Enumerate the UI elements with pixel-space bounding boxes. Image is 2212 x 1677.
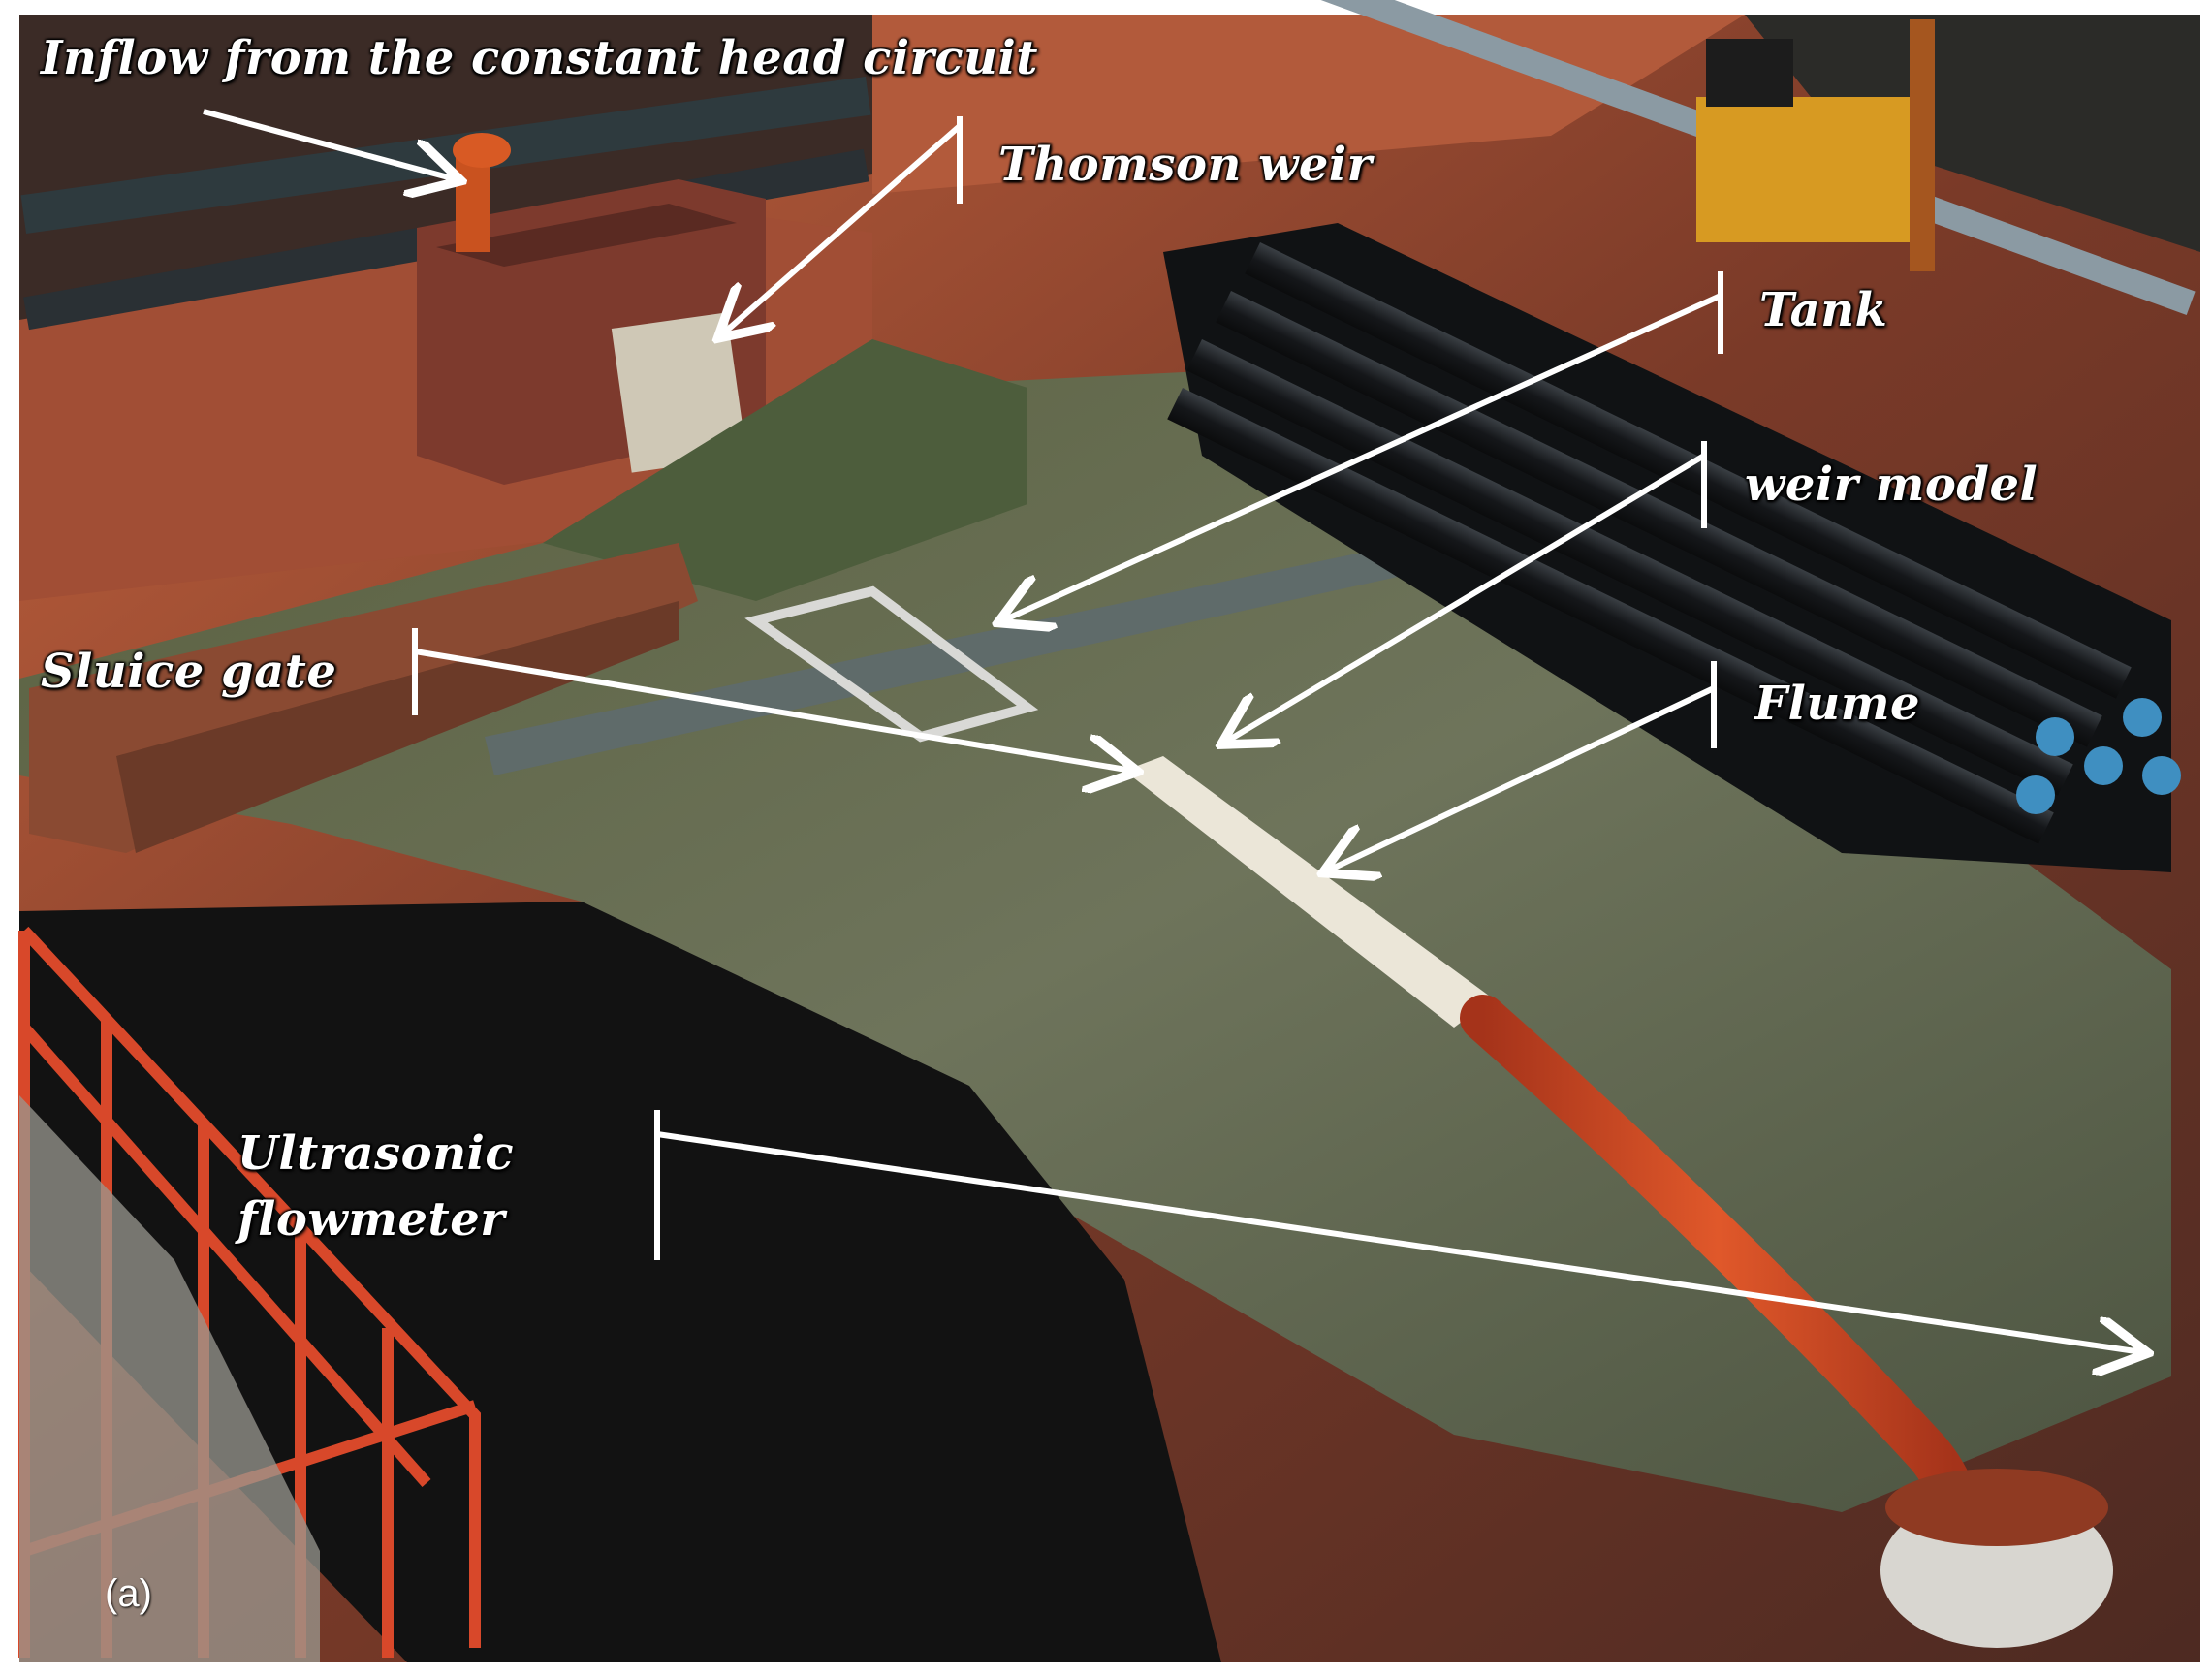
wooden-channel-side <box>116 601 679 853</box>
arrow-sluice <box>414 649 1132 771</box>
annotations <box>203 109 2142 1352</box>
arrow-weir-model <box>1226 453 1706 742</box>
label-weir-model: weir model <box>1745 458 2038 512</box>
dark-pit <box>19 902 1221 1662</box>
arrow-ultrasonic <box>656 1131 2142 1352</box>
terrain-upper-slope <box>543 339 1027 601</box>
bucket-water <box>1885 1469 2108 1546</box>
label-tank: Tank <box>1759 283 1888 337</box>
arrow-tank <box>1003 293 1722 620</box>
label-inflow: Inflow from the constant head circuit <box>41 31 1038 85</box>
label-ultrasonic-line2: flowmeter <box>237 1192 506 1247</box>
label-flume: Flume <box>1754 677 1921 731</box>
label-ultrasonic-line1: Ultrasonic <box>237 1126 515 1181</box>
label-thomson-weir: Thomson weir <box>998 138 1373 192</box>
grey-tank <box>19 1095 320 1662</box>
thomson-weir-box <box>611 312 747 473</box>
head-tank-top <box>436 204 737 267</box>
steel-beam <box>485 533 1464 775</box>
inflow-pipe-elbow <box>453 133 511 168</box>
tank-frame <box>744 585 1039 743</box>
inflow-pipe <box>456 155 490 252</box>
panel-label: (a) <box>105 1572 152 1615</box>
arrow-thomson <box>722 123 962 334</box>
label-sluice-gate: Sluice gate <box>41 645 337 699</box>
black-pipe-stack <box>1163 223 2181 872</box>
forklift <box>1696 19 1935 271</box>
arrow-flume <box>1328 685 1716 870</box>
flume <box>1124 756 1493 1028</box>
arrow-inflow <box>203 109 456 179</box>
back-corner <box>1745 15 2200 252</box>
